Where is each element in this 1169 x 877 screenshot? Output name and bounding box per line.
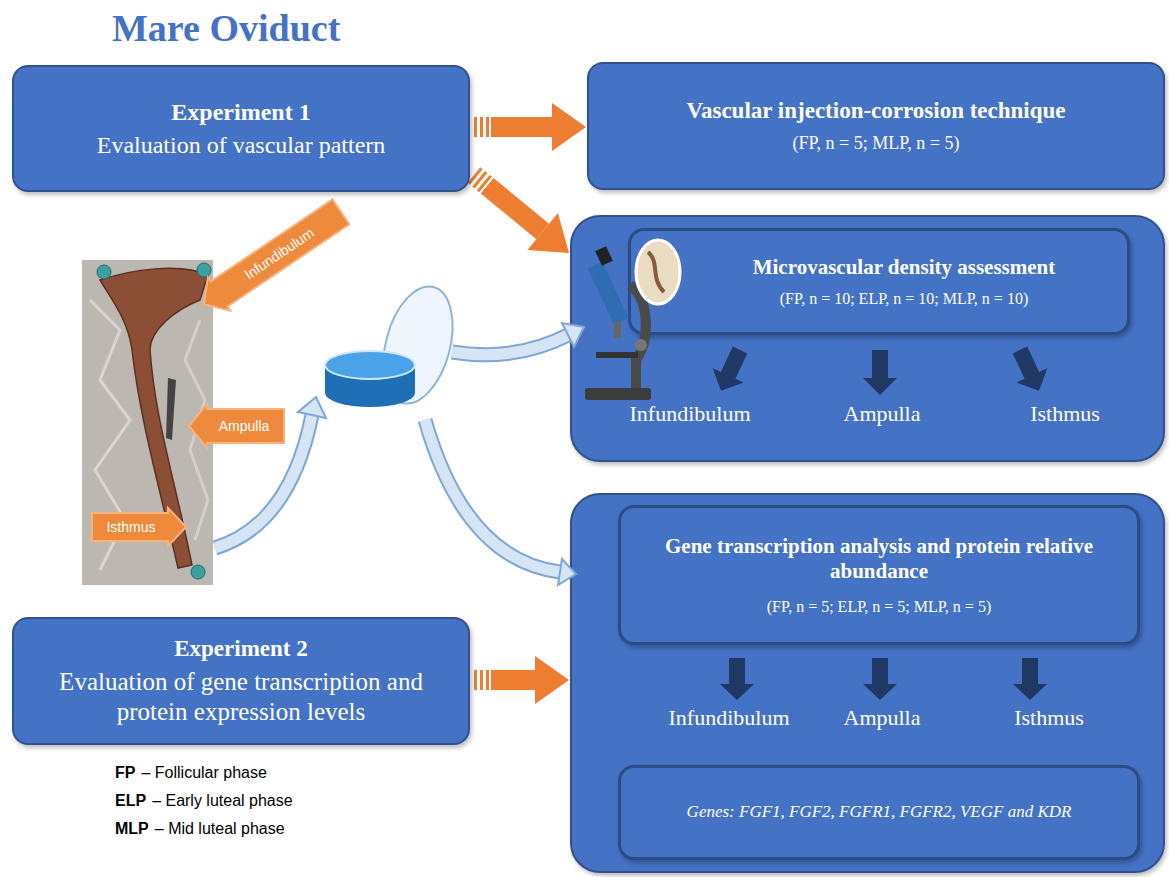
abbreviation-meaning: – Follicular phase [141, 763, 266, 782]
label-holder: Infundibulum [609, 705, 849, 731]
node-heading: Gene transcription analysis and protein … [635, 534, 1123, 584]
abbreviation: FP [115, 763, 135, 782]
region-callout: Infundibulum [193, 195, 352, 320]
callout-arrow-outline [92, 508, 186, 546]
abbreviation-row: ELP – Early luteal phase [115, 791, 293, 810]
callout-label: Isthmus [106, 519, 155, 536]
arrow-head [535, 656, 569, 704]
arrow-shaft [487, 186, 543, 232]
region-label: Ampulla [762, 705, 1002, 731]
abbreviation-meaning: – Mid luteal phase [155, 819, 285, 838]
diagram-title: Mare Oviduct [112, 6, 340, 52]
region-callout: Ampulla [189, 404, 284, 448]
region-label: Ampulla [762, 401, 1002, 427]
callout-label: Ampulla [219, 418, 270, 435]
microscope-icon [585, 240, 680, 400]
abbreviation-meaning: – Early luteal phase [152, 791, 293, 810]
experiment-box: Experiment 2 Evaluation of gene transcrip… [12, 617, 470, 745]
node-text: (FP, n = 5; ELP, n = 5; MLP, n = 5) [767, 597, 991, 616]
label-holder: Infundibulum [570, 401, 810, 427]
title-holder: Mare Oviduct [112, 6, 340, 52]
arrow-shaft [491, 670, 535, 690]
abbreviation: MLP [115, 819, 149, 838]
node-text: Evaluation of gene transcription and pro… [28, 667, 454, 727]
callout-arrow-outline [189, 404, 284, 448]
label-holder: Isthmus [945, 401, 1169, 427]
gene-list-box: Genes: FGF1, FGF2, FGFR1, FGFR2, VEGF an… [618, 765, 1140, 860]
node-heading: Microvascular density assessment [753, 255, 1056, 280]
block-arrow-connector [474, 656, 569, 704]
method-box: Microvascular density assessment (FP, n =… [628, 228, 1130, 335]
node-heading: Experiment 2 [174, 635, 308, 663]
node-text: Evaluation of vascular pattern [97, 131, 386, 160]
node-heading: Genes: FGF1, FGF2, FGFR1, FGFR2, VEGF an… [687, 802, 1072, 822]
region-label: Infundibulum [570, 401, 810, 427]
label-holder: Isthmus [929, 705, 1169, 731]
group-panel: Gene transcription analysis and protein … [570, 493, 1165, 873]
arrow-head [552, 103, 586, 151]
arrow-shaft [491, 117, 552, 137]
flow-curve-arrows [215, 323, 584, 585]
arrow-shaft [474, 117, 489, 137]
region-label: Isthmus [929, 705, 1169, 731]
label-holder: Ampulla [762, 705, 1002, 731]
block-arrow-connector [474, 175, 569, 253]
node-heading: Vascular injection-corrosion technique [686, 97, 1065, 125]
abbreviation-row: FP – Follicular phase [115, 763, 267, 782]
abbreviation: ELP [115, 791, 146, 810]
method-box: Vascular injection-corrosion technique (F… [587, 62, 1165, 190]
region-label: Isthmus [945, 401, 1169, 427]
petri-dish [325, 279, 464, 411]
region-arrows [706, 343, 1055, 700]
arrow-head [527, 213, 569, 253]
arrow-shaft [474, 670, 489, 690]
block-arrow-connector [474, 103, 586, 151]
node-heading: Experiment 1 [171, 98, 310, 127]
label-holder: Ampulla [762, 401, 1002, 427]
method-box: Gene transcription analysis and protein … [618, 505, 1140, 645]
abbreviation-row: MLP – Mid luteal phase [115, 819, 285, 838]
arrow-shaft [474, 175, 486, 185]
region-callout: Isthmus [92, 508, 186, 546]
callout-arrow-outline [193, 195, 352, 320]
node-text: (FP, n = 5; MLP, n = 5) [793, 133, 960, 155]
experiment-box: Experiment 1 Evaluation of vascular patte… [12, 65, 470, 192]
node-text: (FP, n = 10; ELP, n = 10; MLP, n = 10) [780, 289, 1028, 308]
region-label: Infundibulum [609, 705, 849, 731]
